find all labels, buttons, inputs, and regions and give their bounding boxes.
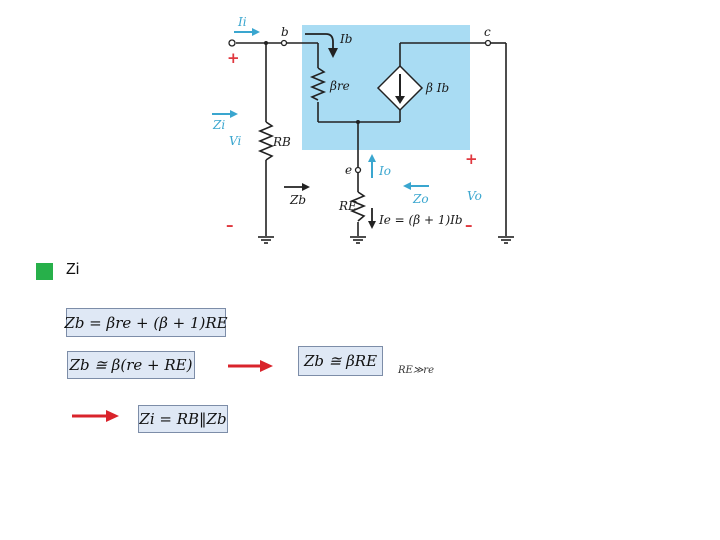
bullet-label-zi: Zi (66, 261, 80, 278)
ii-arrow-icon (234, 28, 260, 36)
ie-arrow-icon (368, 208, 376, 229)
minus-in-sign: – (226, 216, 234, 234)
rb-label: RB (272, 135, 291, 149)
rb-resistor (257, 121, 275, 161)
bullet-square (36, 263, 53, 280)
base-node (264, 41, 268, 45)
base-terminal (280, 39, 288, 47)
ground-icon (350, 236, 366, 244)
ground-icon (498, 236, 514, 244)
ie-equation-label: Ie = (β + 1)Ib (378, 213, 463, 227)
node-b-label: b (281, 25, 289, 39)
minus-out-sign: – (465, 216, 473, 234)
input-terminal (228, 39, 236, 47)
emitter-terminal (354, 166, 362, 174)
io-arrow-icon (368, 154, 376, 178)
zo-label: Zo (412, 192, 429, 206)
beta-re-resistor (309, 67, 327, 101)
zb-arrow-icon (284, 183, 310, 191)
condition-label: RE≫re (398, 365, 434, 376)
collector-terminal (484, 39, 492, 47)
ground-icon (258, 236, 274, 244)
zo-arrow-icon (403, 182, 429, 190)
plus-in-sign: + (227, 49, 240, 67)
vi-label: Vi (229, 134, 241, 148)
zi-label: Zi (212, 118, 225, 132)
red-arrow-icon (228, 360, 273, 372)
current-source-icon (376, 64, 424, 112)
zb-label: Zb (289, 193, 306, 207)
ib-arrow-icon (305, 33, 338, 58)
node-e-label: e (345, 163, 352, 177)
circuit-diagram: Ii b c Ib βre β Ib + Zi Vi RB e Io + Vo … (212, 15, 514, 244)
red-arrow-icon (72, 410, 119, 422)
vo-label: Vo (467, 189, 482, 203)
formula-zb-exact: Zb = βre + (β + 1)RE (64, 308, 228, 337)
source-label: β Ib (425, 81, 449, 95)
formula-zb-simplified: Zb ≅ βRE (298, 346, 383, 376)
formula-zb-approx: Zb ≅ β(re + RE) (67, 351, 195, 379)
node-c-label: c (484, 25, 491, 39)
io-label: Io (378, 164, 391, 178)
re-resistor (349, 191, 367, 222)
formula-zi: Zi = RB‖Zb (138, 405, 228, 433)
ib-label: Ib (339, 32, 352, 46)
beta-re-label: βre (329, 79, 350, 93)
plus-out-sign: + (465, 150, 478, 168)
ii-label: Ii (237, 15, 247, 29)
re-cap-label: RE (338, 199, 357, 213)
emitter-node (356, 120, 360, 124)
zi-arrow-icon (212, 110, 238, 118)
